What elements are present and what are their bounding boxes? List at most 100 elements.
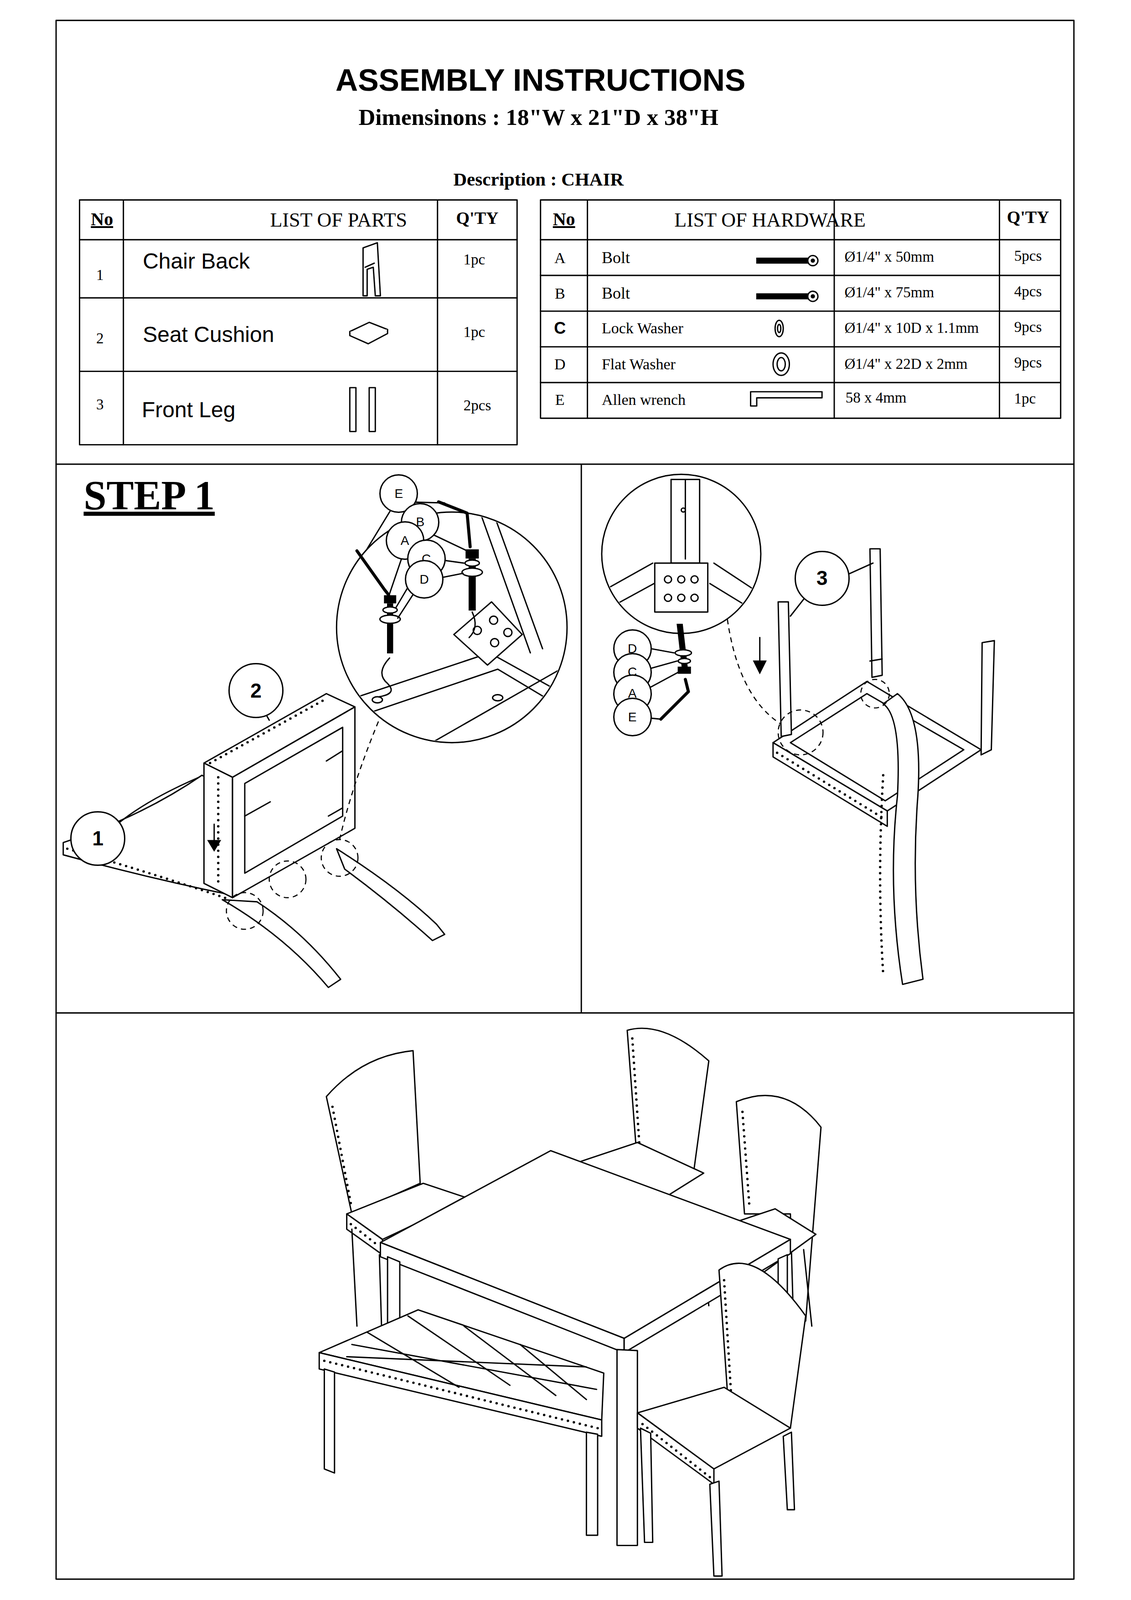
- step1-right-zoom-part: [675, 649, 692, 656]
- hardware-icons-part: [807, 291, 818, 302]
- table-cell: D: [554, 355, 566, 373]
- step1-right-chair-part: [778, 709, 823, 755]
- step1-left-zoom-part: [356, 550, 389, 595]
- callout-circle: E: [613, 697, 652, 737]
- hardware-icons-part: [777, 324, 781, 333]
- page-frame-part: [56, 20, 1075, 1579]
- dining-set-part: [324, 1368, 335, 1473]
- step1-left-zoom-part: [461, 568, 483, 577]
- hardware-icons-part: [807, 255, 818, 266]
- step1-right-zoom-part: [678, 658, 691, 664]
- table-cell: Ø1/4" x 75mm: [844, 284, 935, 302]
- dining-set-part: [783, 1431, 795, 1510]
- table-cell: Seat Cushion: [142, 321, 274, 347]
- dining-set-part: [324, 1360, 598, 1428]
- column-header: LIST OF PARTS: [269, 208, 408, 233]
- step1-right-zoom-part-part: [677, 575, 686, 584]
- step1-right-zoom-part-part: [681, 507, 686, 512]
- title: ASSEMBLY INSTRUCTIONS: [335, 61, 746, 98]
- part-icons-part: [369, 387, 376, 432]
- step1-right-chair: [726, 548, 995, 985]
- step1-right-zoom-part-part: [677, 593, 686, 602]
- table-cell: E: [555, 390, 565, 409]
- step1-left-zoom-part: [336, 507, 582, 745]
- callout-label: E: [628, 710, 637, 724]
- step1-right-zoom-part-part: [671, 479, 700, 563]
- dining-set: [319, 1027, 822, 1576]
- step1-right-chair-part: [773, 742, 888, 827]
- step1-left-zoom-part-part: [469, 611, 476, 638]
- step1-right-chair-part: [773, 681, 982, 811]
- step1-right-zoom-part-part: [654, 562, 708, 612]
- table-cell: Ø1/4" x 10D x 1.1mm: [844, 319, 979, 337]
- callout-label: 2: [250, 680, 262, 701]
- dining-set-part: [642, 1423, 710, 1477]
- step-heading: STEP 1: [83, 472, 215, 520]
- dining-set-part: [332, 1106, 352, 1209]
- parts-table-part: [79, 199, 518, 445]
- table-cell: A: [554, 248, 566, 267]
- step1-left-chair-part: [226, 892, 264, 930]
- step1-left-zoom-part: [465, 549, 479, 558]
- dining-set-part: [637, 1387, 791, 1469]
- step1-left-zoom-part: [379, 614, 401, 624]
- part-icons-part: [349, 329, 388, 344]
- step1-right-zoom: [601, 474, 765, 719]
- table-cell: Chair Back: [142, 248, 250, 274]
- table-cell: Ø1/4" x 22D x 2mm: [844, 355, 968, 373]
- table-cell: 9pcs: [1014, 318, 1043, 336]
- step1-right-chair-part: [777, 752, 884, 818]
- dimensions: Dimensinons : 18"W x 21"D x 38"H: [358, 103, 719, 131]
- callout-label: 1: [92, 828, 104, 849]
- step1-left-zoom-part-part: [372, 696, 383, 703]
- dining-set-part: [709, 1480, 723, 1576]
- step1-right-chair-part: [883, 693, 923, 985]
- step1-left-chair-part: [336, 848, 445, 940]
- step1-left-zoom-part-part: [489, 615, 498, 625]
- step1-right-chair-part: [981, 640, 995, 755]
- hardware-icons-part: [756, 293, 809, 299]
- step1-left-zoom-part: [395, 558, 465, 608]
- column-header: No: [90, 208, 114, 230]
- step1-left-zoom-part-part: [454, 601, 523, 666]
- hardware-icons-part: [750, 391, 823, 406]
- hardware-icons-part: [810, 294, 815, 298]
- step1-left-zoom-part-part: [492, 694, 503, 701]
- step1-right-zoom-part: [601, 479, 765, 617]
- table-cell: Bolt: [601, 248, 631, 268]
- part-icons-part: [362, 242, 381, 296]
- table-cell: LIST OF HARDWARE: [674, 208, 866, 233]
- table-cell: 1pc: [1014, 390, 1037, 408]
- step1-left-chair-part: [232, 706, 355, 898]
- dining-set-part: [742, 1111, 750, 1209]
- callout-circle: D: [404, 559, 444, 599]
- step1-right-zoom-part: [661, 679, 689, 719]
- table-cell: 5pcs: [1014, 247, 1043, 265]
- step1-right-zoom-part: [678, 666, 691, 673]
- step1-right-zoom-part: [601, 474, 761, 634]
- table-cell: 2: [96, 330, 104, 348]
- dining-set-part: [351, 1223, 380, 1247]
- step1-right-zoom-part-part: [691, 575, 699, 584]
- table-cell: No: [552, 208, 576, 230]
- step1-right-zoom-part-part: [691, 593, 699, 602]
- description: Description : CHAIR: [453, 168, 624, 191]
- step1-left-chair-part: [207, 840, 221, 851]
- step1-right-chair-part: [753, 661, 766, 674]
- step1-left-chair-part: [108, 777, 199, 833]
- dining-set-part: [326, 1050, 421, 1214]
- step1-left-chair-part: [339, 718, 380, 840]
- step1-right-zoom-part-part: [664, 575, 672, 584]
- hardware-table: [540, 199, 1061, 419]
- table-cell: Q'TY: [1007, 207, 1050, 228]
- table-cell: Lock Washer: [601, 319, 684, 338]
- table-cell: 1: [96, 266, 104, 285]
- table-cell: Ø1/4" x 50mm: [844, 248, 935, 266]
- step1-right-chair-part: [880, 774, 884, 974]
- callout-circle: 3: [794, 550, 850, 606]
- part-icons-part: [349, 387, 356, 432]
- step1-left-zoom-part: [464, 559, 480, 566]
- step1-left-zoom: [336, 501, 582, 745]
- table-cell: Flat Washer: [601, 355, 676, 373]
